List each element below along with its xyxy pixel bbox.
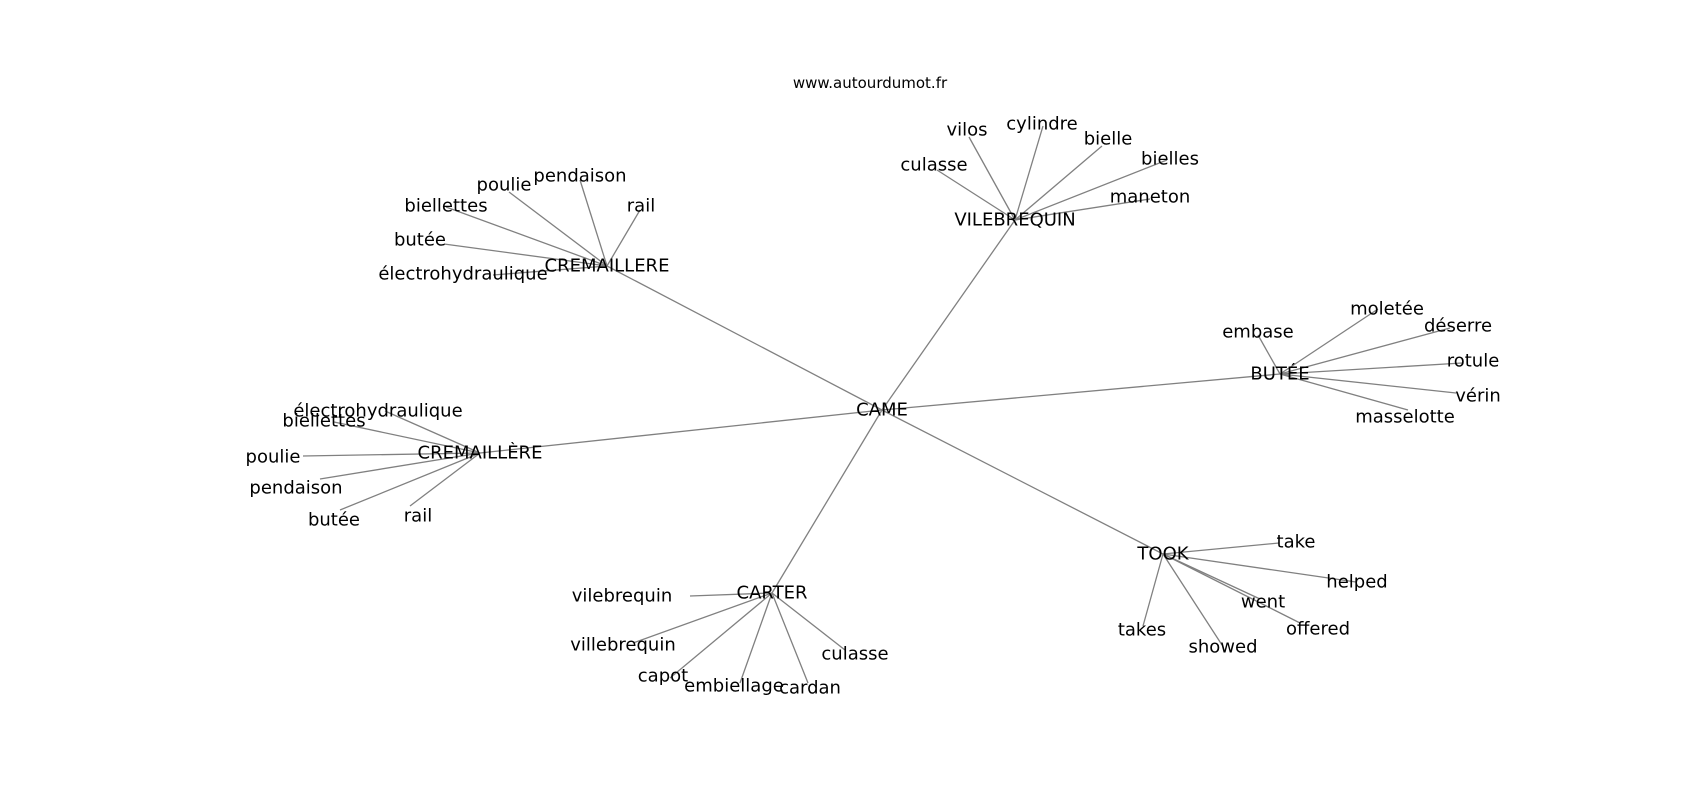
edge-root-hub (771, 409, 883, 594)
leaf-node-label: embiellage (684, 676, 784, 697)
edge-hub-leaf (771, 592, 846, 651)
leaf-node-label: take (1277, 532, 1316, 553)
edge-hub-leaf (936, 169, 1016, 221)
leaf-node-label: culasse (900, 155, 967, 176)
edge-hub-leaf (1014, 125, 1044, 221)
leaf-node-label: bielles (1141, 149, 1199, 170)
edge-root-hub (881, 409, 1164, 555)
leaf-node-label: vilos (946, 120, 987, 141)
hub-node-label: BUTÉE (1250, 363, 1309, 385)
leaf-node-label: pendaison (249, 478, 342, 499)
edge-hub-leaf (1279, 373, 1409, 411)
edge-hub-leaf (739, 592, 773, 684)
edge-hub-leaf (1279, 373, 1457, 394)
leaf-node-label: offered (1286, 619, 1350, 640)
leaf-node-label: vérin (1455, 386, 1501, 407)
edge-hub-leaf (1279, 308, 1379, 375)
leaf-node-label: maneton (1110, 187, 1191, 208)
leaf-node-label: butée (394, 230, 446, 251)
leaf-node-label: butée (308, 510, 360, 531)
graph-labels: CAME VILEBREQUIN vilos cylindre bielle bielle… (246, 114, 1501, 699)
leaf-node-label: poulie (246, 447, 301, 468)
leaf-node-label: culasse (821, 644, 888, 665)
leaf-node-label: went (1241, 592, 1285, 613)
leaf-node-label: embase (1222, 322, 1294, 343)
edge-hub-leaf (302, 452, 481, 457)
leaf-node-label: rail (404, 506, 432, 527)
edge-hub-leaf (384, 410, 481, 454)
root-node-label: CAME (856, 400, 908, 421)
leaf-node-label: rail (627, 196, 655, 217)
edge-hub-leaf (508, 191, 608, 267)
edge-hub-leaf (1257, 334, 1281, 375)
leaf-node-label: villebrequin (570, 635, 675, 656)
edge-root-hub (606, 265, 883, 411)
edge-hub-leaf (443, 243, 608, 267)
edge-hub-leaf (1014, 145, 1103, 221)
hub-node-label: CREMAILLÈRE (418, 442, 543, 464)
leaf-node-label: déserre (1424, 316, 1492, 337)
edge-root-hub (881, 373, 1281, 411)
edge-hub-leaf (1162, 553, 1357, 583)
hub-node-label: VILEBREQUIN (954, 210, 1075, 231)
leaf-node-label: cardan (779, 678, 841, 699)
hub-node-label: CARTER (737, 583, 808, 604)
leaf-node-label: capot (638, 666, 688, 687)
leaf-node-label: biellettes (282, 411, 365, 432)
edge-hub-leaf (333, 421, 481, 454)
edge-hub-leaf (409, 452, 481, 507)
hub-node-label: TOOK (1136, 544, 1189, 565)
source-watermark: www.autourdumot.fr (792, 74, 948, 92)
leaf-node-label: masselotte (1355, 407, 1455, 428)
edge-hub-leaf (1162, 553, 1223, 646)
leaf-node-label: électrohydraulique (378, 264, 547, 285)
edge-hub-leaf (689, 592, 773, 597)
edge-hub-leaf (1162, 542, 1280, 555)
leaf-node-label: électrohydraulique (293, 401, 462, 422)
leaf-node-label: rotule (1447, 351, 1500, 372)
hub-node-label: CREMAILLERE (545, 256, 670, 277)
edge-hub-leaf (1142, 553, 1164, 627)
edge-hub-leaf (492, 265, 608, 276)
edge-hub-leaf (771, 592, 809, 684)
edge-hub-leaf (579, 179, 608, 267)
edge-root-hub (881, 219, 1016, 411)
leaf-node-label: helped (1326, 572, 1387, 593)
leaf-node-label: vilebrequin (572, 586, 672, 607)
edge-hub-leaf (968, 136, 1016, 221)
leaf-node-label: bielle (1084, 129, 1133, 150)
edge-hub-leaf (1279, 327, 1451, 375)
edge-hub-leaf (339, 452, 481, 511)
edge-hub-leaf (445, 206, 608, 267)
leaf-node-label: moletée (1350, 299, 1424, 320)
edge-hub-leaf (1014, 159, 1168, 221)
edge-hub-leaf (1162, 553, 1301, 624)
edge-hub-leaf (632, 592, 773, 644)
leaf-node-label: showed (1188, 637, 1257, 658)
leaf-node-label: pendaison (533, 166, 626, 187)
edge-root-hub (479, 409, 883, 454)
edge-hub-leaf (319, 452, 481, 480)
leaf-node-label: poulie (477, 175, 532, 196)
edge-hub-leaf (1279, 362, 1463, 375)
edge-hub-leaf (669, 592, 773, 679)
leaf-node-label: biellettes (404, 196, 487, 217)
edge-hub-leaf (1014, 198, 1151, 221)
graph-edges (302, 125, 1463, 684)
leaf-node-label: takes (1118, 620, 1166, 641)
edge-hub-leaf (606, 209, 641, 267)
leaf-node-label: cylindre (1006, 114, 1077, 135)
